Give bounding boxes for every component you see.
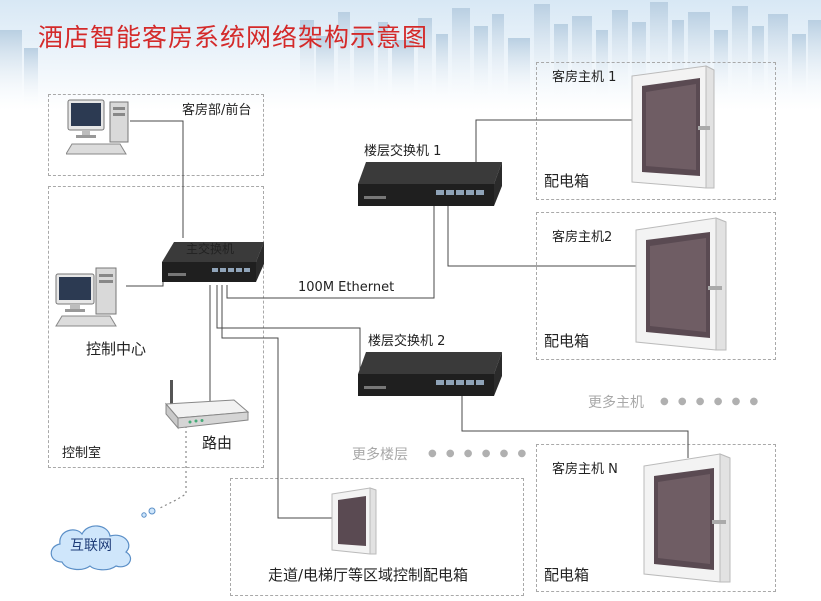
router-label: 路由 xyxy=(202,434,233,452)
room-host-n-label: 客房主机 N xyxy=(552,462,618,477)
main-switch-icon xyxy=(162,242,264,282)
cloud-icon xyxy=(50,525,131,571)
room-host-2-region xyxy=(536,212,776,360)
control-room-region xyxy=(48,186,264,468)
control-center-computer-icon xyxy=(55,267,117,327)
more-hosts-label: 更多主机 xyxy=(588,395,644,411)
main-switch-label: 主交换机 xyxy=(186,242,235,256)
room-host-1-box-icon xyxy=(631,65,715,189)
more-floors-dots: ● ● ● ● ● ● xyxy=(428,448,530,459)
internet-cloud: 互联网 xyxy=(44,518,138,572)
more-hosts-dots: ● ● ● ● ● ● xyxy=(660,396,762,407)
router-icon xyxy=(164,380,250,430)
room-host-1-box-label: 配电箱 xyxy=(544,172,590,190)
room-host-n-box-icon xyxy=(643,453,731,583)
room-host-2-label: 客房主机2 xyxy=(552,230,613,245)
front-desk-computer-icon xyxy=(66,99,129,155)
floor-switch-1-icon xyxy=(358,162,502,206)
corridor-box-label: 走道/电梯厅等区域控制配电箱 xyxy=(268,566,469,584)
room-host-1-label: 客房主机 1 xyxy=(552,70,617,85)
control-room-label: 控制室 xyxy=(62,446,102,461)
room-host-1-region xyxy=(536,62,776,200)
front-desk-region xyxy=(48,94,264,176)
corridor-box-region xyxy=(230,478,524,596)
floor-switch-1-label: 楼层交换机 1 xyxy=(364,144,442,159)
floor-switch-2-icon xyxy=(358,352,502,396)
floor-switch-2-label: 楼层交换机 2 xyxy=(368,334,446,349)
more-floors-label: 更多楼层 xyxy=(352,447,408,463)
room-host-n-region xyxy=(536,444,776,592)
diagram-title: 酒店智能客房系统网络架构示意图 xyxy=(38,23,429,52)
room-host-2-box-icon xyxy=(635,217,727,351)
ethernet-label: 100M Ethernet xyxy=(298,280,395,295)
control-center-label: 控制中心 xyxy=(86,340,147,358)
corridor-box-icon xyxy=(331,487,377,555)
room-host-n-box-label: 配电箱 xyxy=(544,566,590,584)
room-host-2-box-label: 配电箱 xyxy=(544,332,590,350)
front-desk-label: 客房部/前台 xyxy=(182,103,252,118)
internet-label: 互联网 xyxy=(70,538,112,554)
